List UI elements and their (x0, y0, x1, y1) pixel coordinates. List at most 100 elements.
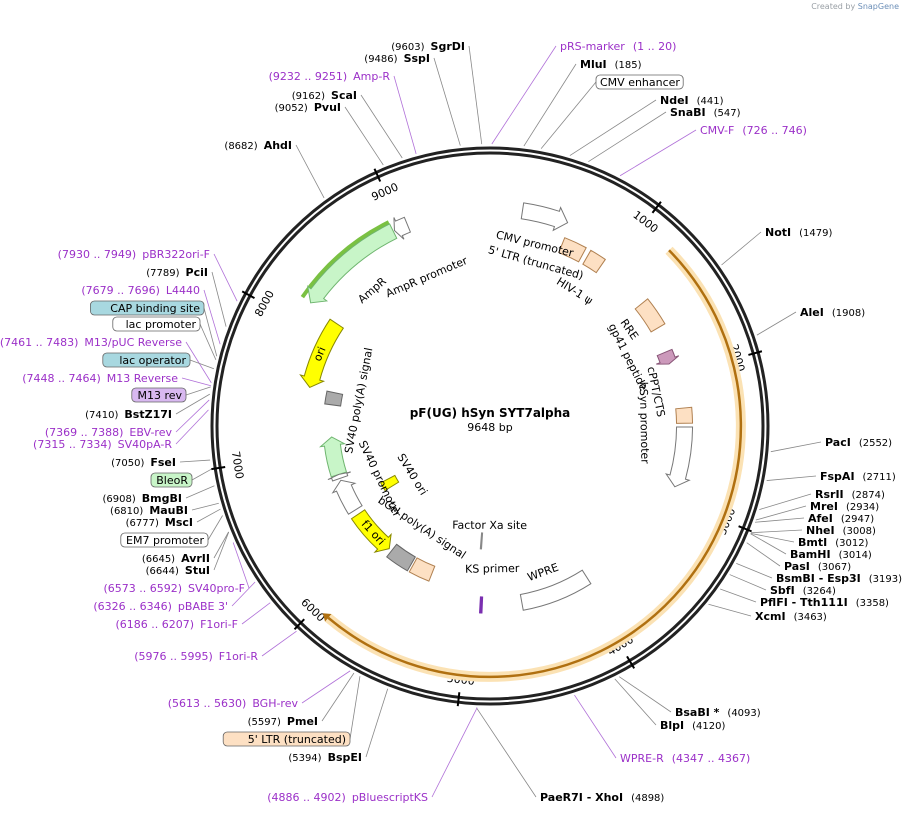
enzyme-label[interactable]: AfeI(2947) (808, 512, 874, 525)
enzyme-label[interactable]: (8682)AhdI (224, 139, 292, 152)
feature-tag-box[interactable] (150, 472, 193, 488)
enzyme-label[interactable]: SnaBI(547) (670, 106, 741, 119)
enzyme-label[interactable]: BmtI(3012) (798, 536, 869, 549)
enzyme-label[interactable]: AleI(1908) (800, 306, 865, 319)
primer-label[interactable]: (6573 .. 6592)SV40pro-F (103, 582, 245, 595)
primer-label[interactable]: (7448 .. 7464)M13 Reverse (22, 372, 178, 385)
enzyme-label[interactable]: PaeR7I - XhoI(4898) (540, 791, 664, 804)
feature-tag-box[interactable] (102, 352, 191, 368)
primer-label[interactable]: CMV-F(726 .. 746) (700, 124, 807, 137)
plasmid-length: 9648 bp (467, 421, 512, 434)
enzyme-label[interactable]: (6810)MauBI (110, 504, 188, 517)
site-leader-line (588, 111, 667, 163)
feature-arrow[interactable] (393, 216, 412, 240)
enzyme-label[interactable]: XcmI(3463) (755, 610, 827, 623)
site-leader-line (574, 694, 617, 759)
primer-label[interactable]: (6186 .. 6207)F1ori-F (116, 618, 239, 631)
enzyme-label[interactable]: SbfI(3264) (770, 584, 836, 597)
enzyme-label[interactable]: (5394)BspEI (288, 751, 362, 764)
enzyme-label[interactable]: BamHI(3014) (790, 548, 872, 561)
enzyme-label[interactable]: (6644)StuI (146, 564, 210, 577)
feature-tag-box[interactable] (222, 731, 351, 747)
enzyme-label[interactable]: (7410)BstZ17I (85, 408, 172, 421)
enzyme-label[interactable]: FspAI(2711) (820, 470, 896, 483)
enzyme-label[interactable]: MreI(2934) (810, 500, 879, 513)
site-leader-line (476, 707, 537, 798)
enzyme-label[interactable]: RsrII(2874) (815, 488, 885, 501)
enzyme-label[interactable]: MluI(185) (580, 58, 642, 71)
primer-label[interactable]: (4886 .. 4902)pBluescriptKS (267, 791, 428, 804)
enzyme-label[interactable]: NheI(3008) (806, 524, 876, 537)
site-leader-line (755, 505, 807, 521)
site-leader-line (196, 508, 221, 523)
primer-label[interactable]: (7930 .. 7949)pBR322ori-F (58, 248, 210, 261)
primer-label[interactable]: (7679 .. 7696)L4440 (81, 284, 200, 297)
enzyme-label[interactable]: BsaBI *(4093) (675, 706, 761, 719)
enzyme-label[interactable]: (9162)ScaI (292, 89, 357, 102)
feature-arrow[interactable] (350, 509, 392, 553)
feature-arrow[interactable] (520, 202, 569, 232)
feature-arrow[interactable] (386, 543, 417, 572)
feature-arrow[interactable] (656, 348, 680, 365)
enzyme-label[interactable]: PasI(3067) (784, 560, 851, 573)
feature-tag-box[interactable] (595, 74, 684, 90)
feature-arrow[interactable] (380, 474, 400, 492)
site-leader-line (750, 533, 787, 555)
enzyme-label[interactable]: (9486)SspI (364, 52, 430, 65)
feature-tag-box[interactable] (120, 532, 209, 548)
feature-arrow[interactable] (331, 479, 363, 515)
feature-arrow[interactable] (299, 318, 345, 389)
feature-arrow[interactable] (634, 298, 666, 333)
feature-tag-label: EM7 promoter (126, 534, 204, 547)
enzyme-label[interactable]: BsmBI - Esp3I(3193) (776, 572, 902, 585)
enzyme-label[interactable]: PflFI - Tth111I(3358) (760, 596, 889, 609)
primer-label[interactable]: (5613 .. 5630)BGH-rev (168, 697, 299, 710)
site-leader-line (569, 99, 657, 156)
primer-label[interactable]: (6326 .. 6346)pBABE 3' (93, 600, 228, 613)
feature-arrow[interactable] (307, 223, 398, 304)
feature-arrow[interactable] (582, 249, 607, 274)
feature-arrow[interactable] (479, 532, 484, 550)
site-leader-line (751, 529, 803, 534)
enzyme-label[interactable]: (9052)PvuI (275, 101, 341, 114)
enzyme-label[interactable]: NdeI(441) (660, 94, 724, 107)
enzyme-label[interactable]: (5597)PmeI (248, 715, 318, 728)
feature-arrow[interactable] (327, 471, 351, 482)
enzyme-label[interactable]: (6645)AvrII (142, 552, 210, 565)
primer-label[interactable]: pRS-marker(1 .. 20) (560, 40, 676, 53)
feature-arrow[interactable] (675, 406, 694, 424)
primer-label[interactable]: (7315 .. 7334)SV40pA-R (33, 438, 172, 451)
site-leader-line (175, 409, 209, 445)
feature-arrow[interactable] (478, 596, 484, 614)
feature-arrow[interactable] (664, 426, 694, 488)
primer-label[interactable]: (9232 .. 9251)Amp-R (269, 70, 391, 83)
site-leader-line (433, 57, 461, 146)
enzyme-label[interactable]: (6777)MscI (126, 516, 193, 529)
feature-tag-box[interactable] (112, 316, 201, 332)
enzyme-label[interactable]: (9603)SgrDI (391, 40, 465, 53)
enzyme-label[interactable]: (7050)FseI (111, 456, 176, 469)
feature-label: KS primer (465, 562, 520, 576)
feature-arrow[interactable] (558, 237, 587, 263)
feature-arrow[interactable] (519, 569, 592, 611)
site-leader-line (360, 94, 403, 159)
feature-arrows (299, 202, 746, 682)
enzyme-label[interactable]: (7789)PciI (146, 266, 208, 279)
primer-label[interactable]: (5976 .. 5995)F1ori-R (134, 650, 258, 663)
enzyme-label[interactable]: PacI(2552) (825, 436, 892, 449)
enzyme-label[interactable]: NotI(1479) (765, 226, 832, 239)
site-leader-line (185, 341, 212, 384)
primer-label[interactable]: WPRE-R(4347 .. 4367) (620, 752, 750, 765)
feature-arrow[interactable] (408, 557, 436, 582)
feature-arrow[interactable] (318, 436, 348, 478)
feature-arrow[interactable] (324, 390, 344, 407)
primer-label[interactable]: (7461 .. 7483)M13/pUC Reverse (0, 336, 182, 349)
backbone-outer-strand (210, 146, 770, 706)
feature-tag-box[interactable] (90, 300, 205, 316)
enzyme-label[interactable]: (6908)BmgBI (103, 492, 182, 505)
feature-tag-box[interactable] (131, 387, 187, 403)
site-leader-line (211, 271, 227, 327)
primer-label[interactable]: (7369 .. 7388)EBV-rev (45, 426, 173, 439)
tick-mark (211, 466, 226, 471)
enzyme-label[interactable]: BlpI(4120) (660, 719, 725, 732)
